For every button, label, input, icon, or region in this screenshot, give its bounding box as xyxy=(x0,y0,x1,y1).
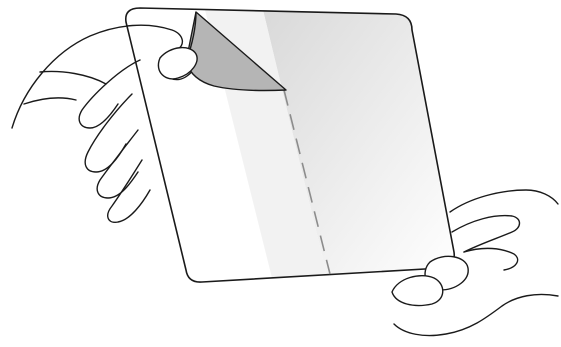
right-hand-finger-2 xyxy=(464,248,518,270)
left-hand-palm-line-2 xyxy=(24,98,76,104)
left-hand-finger-2 xyxy=(85,94,132,172)
left-thumb-tip xyxy=(158,48,197,79)
right-thumb-base xyxy=(392,276,443,306)
left-hand-palm-line-1 xyxy=(40,72,106,85)
left-hand-outline xyxy=(12,25,182,128)
right-hand-finger-1 xyxy=(452,216,520,252)
right-hand-outline xyxy=(450,190,558,212)
left-hand-finger-4 xyxy=(108,160,150,222)
left-thumb-over-film xyxy=(158,48,197,79)
left-hand-finger-3 xyxy=(97,130,138,198)
left-hand-finger-1 xyxy=(79,60,140,128)
